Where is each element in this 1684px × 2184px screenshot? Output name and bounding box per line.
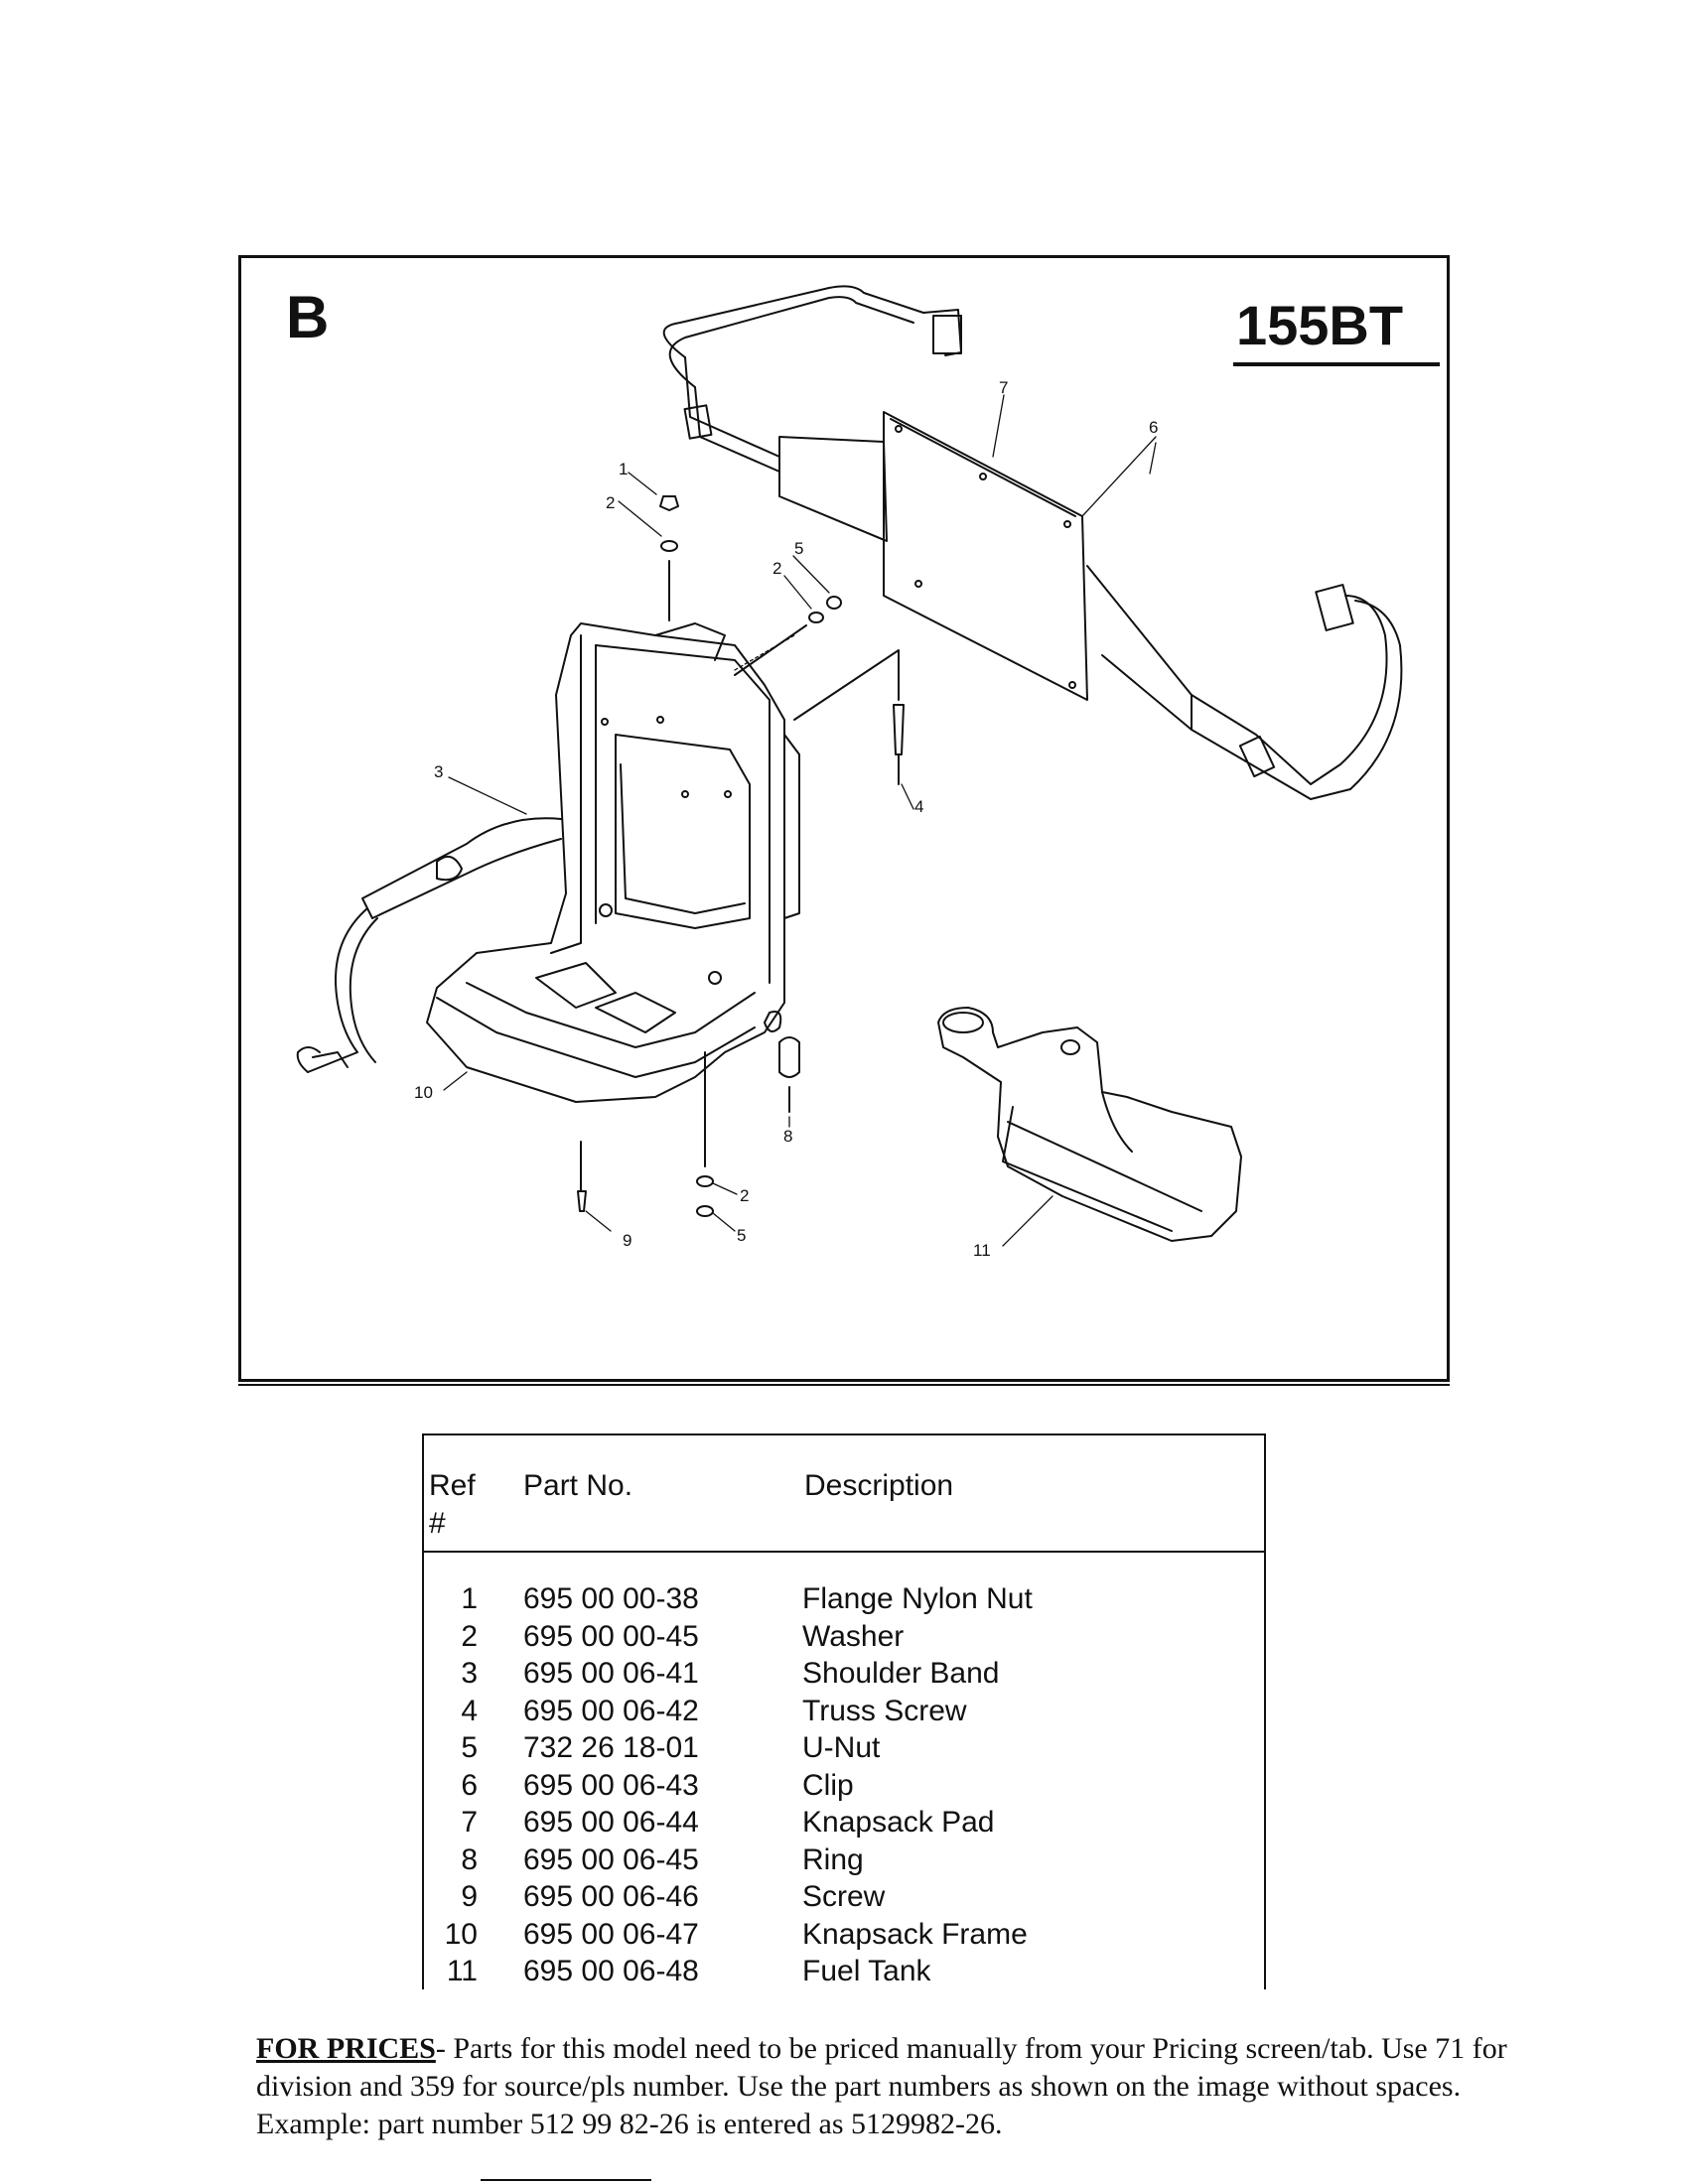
part-no-cell: 732 26 18-01 [523, 1731, 699, 1764]
part-no-cell: 695 00 06-44 [523, 1806, 699, 1839]
part-no-cell: 695 00 06-41 [523, 1657, 699, 1690]
shoulder-band [296, 817, 562, 1073]
header-ref: Ref # [429, 1469, 476, 1540]
part-no-cell: 695 00 00-38 [523, 1582, 699, 1615]
part-no-cell: 695 00 00-45 [523, 1619, 699, 1653]
hardware-washer-unut-bottom [696, 1051, 714, 1217]
description-cell: Washer [802, 1619, 905, 1653]
ref-cell: 8 [461, 1843, 478, 1876]
table-row: 8 695 00 06-45 Ring [422, 1842, 1266, 1879]
ref-cell: 3 [461, 1657, 478, 1690]
model-underline [1233, 362, 1440, 366]
callout-7: 7 [999, 378, 1008, 397]
description-cell: Clip [802, 1768, 854, 1802]
diagram-frame [238, 255, 1450, 1382]
callout-1: 1 [619, 460, 628, 478]
parts-table-header-divider [422, 1551, 1266, 1553]
ring [778, 1036, 800, 1113]
ref-cell: 9 [461, 1880, 478, 1913]
callout-2a: 2 [606, 493, 615, 512]
ref-cell: 10 [444, 1917, 478, 1951]
table-row: 1 695 00 00-38 Flange Nylon Nut [422, 1580, 1266, 1618]
description-cell: Truss Screw [802, 1694, 967, 1727]
pricing-note-text: - Parts for this model need to be priced… [256, 2032, 1507, 2140]
hardware-nut-washer-top [659, 495, 679, 621]
pricing-note-lead: FOR PRICES [256, 2032, 436, 2065]
description-cell: Flange Nylon Nut [802, 1582, 1033, 1615]
callout-numbers: 1 2 5 2 7 6 3 4 10 8 9 2 5 11 [414, 378, 1158, 1260]
part-no-cell: 695 00 06-48 [523, 1955, 699, 1987]
truss-screw [793, 649, 905, 785]
table-row: 2 695 00 00-45 Washer [422, 1618, 1266, 1656]
leader-lines [443, 394, 1157, 1247]
callout-5a: 5 [794, 539, 803, 558]
table-row: 4 695 00 06-42 Truss Screw [422, 1693, 1266, 1730]
header-description: Description [804, 1469, 954, 1502]
parts-table-body: 1 695 00 00-38 Flange Nylon Nut 2 695 00 00… [422, 1580, 1266, 1990]
part-no-cell: 695 00 06-45 [523, 1843, 699, 1876]
description-cell: Shoulder Band [802, 1657, 1000, 1690]
description-cell: U-Nut [802, 1731, 881, 1764]
pricing-note: FOR PRICES- Parts for this model need to… [256, 2030, 1547, 2143]
model-label: 155BT [1236, 294, 1404, 356]
table-row: 9 695 00 06-46 Screw [422, 1878, 1266, 1916]
callout-6: 6 [1149, 418, 1158, 437]
frame-bottom-rule [238, 1384, 1450, 1386]
callout-9: 9 [623, 1231, 632, 1250]
footer-rule [481, 2179, 651, 2181]
waist-belt-lower-strap [1191, 584, 1403, 800]
description-cell: Knapsack Frame [802, 1917, 1028, 1951]
fuel-tank [937, 1007, 1242, 1242]
description-cell: Screw [802, 1880, 886, 1913]
screw-bottom [577, 1141, 587, 1212]
callout-4: 4 [914, 797, 923, 816]
table-row: 10 695 00 06-47 Knapsack Frame [422, 1916, 1266, 1954]
description-cell: Knapsack Pad [802, 1806, 995, 1839]
ref-cell: 2 [461, 1619, 478, 1653]
ref-cell: 11 [446, 1955, 478, 1987]
part-no-cell: 695 00 06-43 [523, 1768, 699, 1802]
ref-cell: 1 [461, 1582, 478, 1615]
parts-table [422, 1433, 1266, 1989]
table-row: 5 732 26 18-01 U-Nut [422, 1729, 1266, 1767]
table-row: 11 695 00 06-48 Fuel Tank [422, 1953, 1266, 1990]
ref-cell: 7 [461, 1806, 478, 1839]
waist-belt-upper-strap [662, 285, 962, 473]
knapsack-pad [778, 411, 1193, 731]
description-cell: Fuel Tank [802, 1955, 931, 1987]
callout-5b: 5 [737, 1226, 746, 1245]
ref-cell: 5 [461, 1731, 478, 1764]
callout-10: 10 [414, 1083, 433, 1102]
table-row: 3 695 00 06-41 Shoulder Band [422, 1655, 1266, 1693]
callout-8: 8 [783, 1127, 792, 1146]
callout-2b: 2 [772, 559, 781, 578]
callout-3: 3 [434, 762, 443, 781]
part-no-cell: 695 00 06-42 [523, 1694, 699, 1727]
description-cell: Ring [802, 1843, 864, 1876]
table-row: 6 695 00 06-43 Clip [422, 1767, 1266, 1805]
knapsack-frame [426, 622, 800, 1103]
part-no-cell: 695 00 06-47 [523, 1917, 699, 1951]
callout-11: 11 [973, 1241, 991, 1260]
section-letter: B [286, 284, 330, 350]
header-part-no: Part No. [523, 1469, 633, 1502]
ref-cell: 4 [461, 1694, 478, 1727]
table-row: 7 695 00 06-44 Knapsack Pad [422, 1804, 1266, 1842]
hardware-washer-unut-mid [734, 596, 842, 676]
part-no-cell: 695 00 06-46 [523, 1880, 699, 1913]
ref-cell: 6 [461, 1768, 478, 1802]
callout-2c: 2 [740, 1186, 749, 1205]
